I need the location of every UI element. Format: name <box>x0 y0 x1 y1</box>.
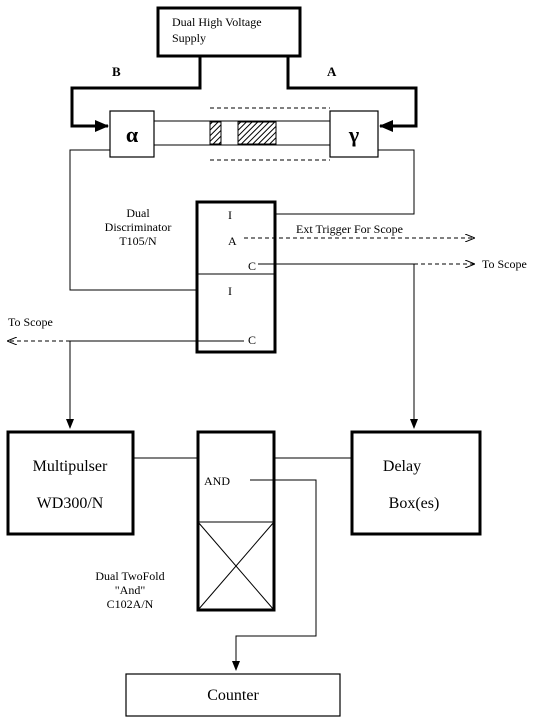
multipulser-label-2: WD300/N <box>37 495 104 512</box>
discriminator-title-3: T105/N <box>119 234 157 248</box>
disc-port-i-bottom: I <box>228 284 232 298</box>
hv-cable-a <box>286 56 418 132</box>
to-scope-left-label: To Scope <box>8 315 53 329</box>
and-port-label: AND <box>204 474 230 488</box>
and-unit-title-3: C102A/N <box>107 597 154 611</box>
counter-box: Counter <box>125 673 341 717</box>
channel-a-label: A <box>327 64 337 79</box>
disc-port-a: A <box>228 234 237 248</box>
discriminator-title-2: Discriminator <box>105 220 172 234</box>
discriminator-title-1: Dual <box>126 206 150 220</box>
to-scope-right-label: To Scope <box>482 257 527 271</box>
multipulser-box: Multipulser WD300/N <box>6 430 135 536</box>
and-unit-title-2: "And" <box>115 583 146 597</box>
gamma-detector: γ <box>329 110 379 158</box>
alpha-signal-cable <box>69 149 223 294</box>
disc-port-c-top: C <box>248 259 256 273</box>
source-sample <box>209 121 222 145</box>
hv-cable-b <box>70 56 202 132</box>
gamma-label: γ <box>348 122 359 147</box>
multipulser-label-1: Multipulser <box>33 458 108 475</box>
hv-supply-label-2: Supply <box>172 31 206 45</box>
delay-box: Delay Box(es) <box>350 430 482 536</box>
detector-assembly: α γ <box>109 107 379 161</box>
alpha-label: α <box>126 122 139 147</box>
alpha-detector: α <box>109 110 155 158</box>
channel-b-label: B <box>112 64 121 79</box>
and-to-counter-line <box>232 479 317 671</box>
hv-supply-box: Dual High Voltage Supply <box>156 6 302 58</box>
delay-box-label-1: Delay <box>383 458 421 475</box>
ext-trigger-label: Ext Trigger For Scope <box>296 222 403 236</box>
hv-supply-label-1: Dual High Voltage <box>172 15 262 29</box>
disc-port-c-bottom: C <box>248 333 256 347</box>
gamma-signal-cable <box>255 149 415 218</box>
delay-box-label-2: Box(es) <box>389 495 440 512</box>
discriminator-unit: I A C I C <box>195 200 277 354</box>
absorber-sample <box>237 121 277 145</box>
counter-label: Counter <box>207 687 259 704</box>
and-unit: AND <box>196 430 276 612</box>
and-unit-title-1: Dual TwoFold <box>95 569 164 583</box>
disc-port-i-top: I <box>228 208 232 222</box>
